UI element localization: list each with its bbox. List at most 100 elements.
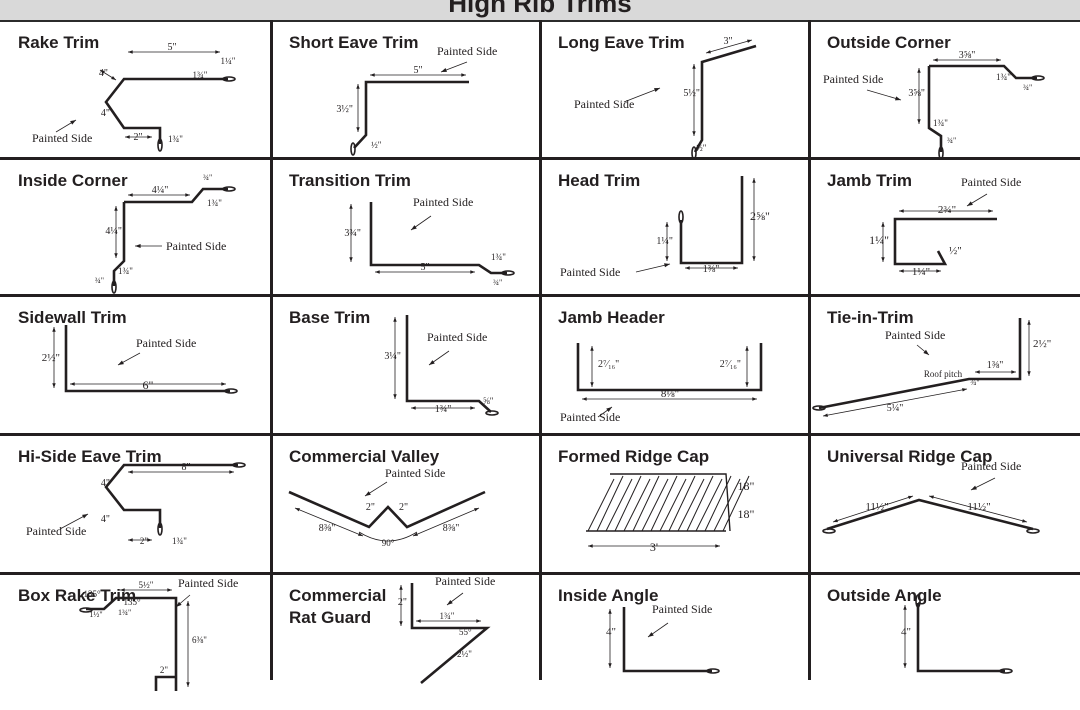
trim-profile: [369, 202, 507, 275]
hem-fold: [706, 668, 720, 674]
dimension-arrow: [147, 135, 152, 139]
dimension-arrow: [917, 68, 921, 73]
hem-fold: [501, 270, 515, 276]
trim-profile: [679, 176, 744, 265]
dimension-arrow: [1027, 371, 1031, 376]
dimension-label: ½": [371, 140, 382, 150]
rib-line: [659, 478, 687, 532]
painted-side-label: Painted Side: [574, 97, 634, 111]
dimension-arrow: [52, 327, 56, 332]
dimension-arrow: [114, 206, 118, 211]
dimension-label: 3': [650, 540, 658, 554]
dimension-arrow: [70, 382, 75, 386]
profile-drawing: 2¾"1¼"½"1¼"Painted Side: [869, 175, 1021, 278]
dimension-arrow: [733, 266, 738, 270]
profile-drawing: 4": [901, 594, 1013, 674]
dimension-label: 3¼": [384, 351, 401, 362]
dimension-label: 1¼": [869, 233, 889, 247]
hem-fold: [691, 146, 697, 158]
trim-profile: [410, 583, 491, 684]
dimension-arrow: [399, 621, 403, 626]
dimension-label: ½": [949, 245, 962, 257]
dimension-label: 4¼": [152, 185, 169, 196]
hem-fold: [485, 410, 499, 416]
painted-side-label: Painted Side: [32, 131, 92, 145]
grid-divider: [0, 433, 1080, 436]
trim-title: Head Trim: [558, 171, 641, 190]
dimension-arrow: [881, 222, 885, 227]
dimension-label: 2": [366, 502, 375, 513]
dimension-arrow: [1022, 519, 1027, 523]
grid-divider: [0, 294, 1080, 297]
grid-divider: [0, 157, 1080, 160]
dimension-label: 2¾": [938, 204, 956, 216]
dimension-arrow: [692, 64, 696, 69]
dimension-label: ¾": [493, 278, 502, 287]
profile-drawing: 5"1¼"1¾"4"4"2"1¾"Painted Side: [32, 42, 236, 152]
profile-drawing: 2"1¾"55°2½"Painted Side: [398, 574, 495, 684]
dimension-arrow: [745, 382, 749, 387]
trim-profile: [288, 490, 486, 529]
trim-profile: [818, 318, 1022, 410]
dimension-arrow: [715, 544, 720, 548]
dimension-arrow: [147, 538, 152, 542]
dimension-label: 11½": [967, 501, 990, 513]
dimension-label: 2": [398, 597, 407, 608]
dimension-arrow: [745, 346, 749, 351]
painted-side-arrowhead: [648, 632, 654, 637]
trim-profile: [353, 80, 469, 149]
dimension-arrow: [470, 270, 475, 274]
trim-profile: [693, 44, 757, 153]
dimension-arrow: [752, 178, 756, 183]
trim-profile: [916, 603, 1005, 673]
dimension-label: 3⅝": [959, 50, 976, 61]
painted-side-label: Painted Side: [427, 330, 487, 344]
trim-title: Formed Ridge Cap: [558, 447, 710, 466]
dimension-arrow: [215, 50, 220, 54]
profile-drawing: ¾"4¼"1¾"4¼"1¾"¾"Painted Side: [95, 173, 236, 294]
dimension-arrow: [370, 73, 375, 77]
trim-profile: [104, 77, 228, 144]
dimension-arrow: [356, 84, 360, 89]
grid-divider: [539, 20, 542, 680]
dimension-label: ¾": [95, 276, 104, 285]
trim-title: Universal Ridge Cap: [827, 447, 993, 466]
dimension-arrow: [590, 346, 594, 351]
dimension-label: 1⅜": [703, 264, 720, 275]
dimension-arrow: [665, 222, 669, 227]
hem-fold: [1031, 75, 1045, 81]
dimension-arrow: [582, 397, 587, 401]
painted-side-arrowhead: [441, 68, 447, 72]
profile-drawing: 2½"6"Painted Side: [42, 325, 238, 394]
dimension-arrow: [1027, 320, 1031, 325]
dimension-line: [822, 388, 968, 417]
hem-fold: [232, 462, 246, 468]
dimension-label: 3": [723, 36, 732, 47]
dimension-label: 1¾": [118, 608, 131, 617]
dimension-arrow: [590, 382, 594, 387]
painted-side-label: Painted Side: [885, 328, 945, 342]
trim-profile: [112, 202, 126, 286]
painted-side-arrowhead: [971, 485, 977, 490]
trim-title: Short Eave Trim: [289, 33, 419, 52]
dimension-arrow: [393, 317, 397, 322]
painted-side-label: Painted Side: [26, 524, 86, 538]
hem-fold: [222, 186, 236, 192]
trim-title: Commercial Valley: [289, 447, 440, 466]
trim-title: Hi-Side Eave Trim: [18, 447, 162, 466]
rib-line: [668, 475, 696, 532]
dimension-label: 1¾": [440, 611, 455, 621]
hem-fold: [999, 668, 1013, 674]
dimension-label: ¾": [1023, 83, 1032, 92]
hem-fold: [812, 405, 826, 411]
grid-divider: [808, 20, 811, 680]
dimension-label: 8": [181, 462, 190, 473]
